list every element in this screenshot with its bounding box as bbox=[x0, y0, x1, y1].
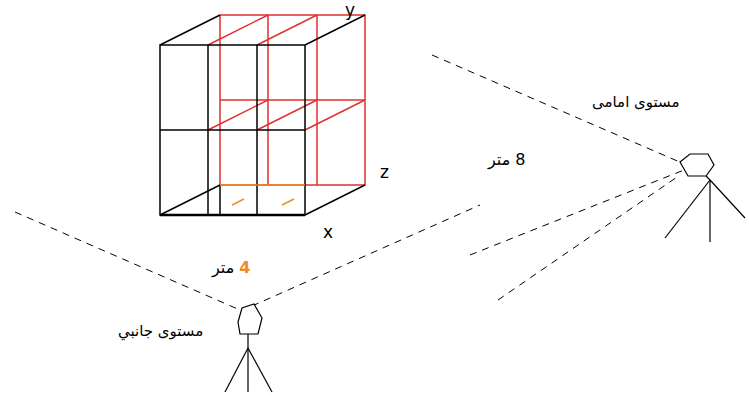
side-camera bbox=[225, 304, 272, 392]
distance-label: 8 متر bbox=[488, 150, 526, 169]
axis-label: y bbox=[345, 0, 355, 20]
front-camera bbox=[665, 154, 745, 242]
plane-label: مستوی امامی bbox=[592, 93, 680, 111]
plane-label: مستوی جانبي bbox=[118, 322, 203, 340]
axis-label: x bbox=[323, 222, 333, 242]
view-lines bbox=[15, 55, 684, 310]
distance-label: 4 متر bbox=[212, 258, 250, 277]
axis-label: z bbox=[380, 162, 389, 182]
grid-cube bbox=[160, 15, 365, 215]
